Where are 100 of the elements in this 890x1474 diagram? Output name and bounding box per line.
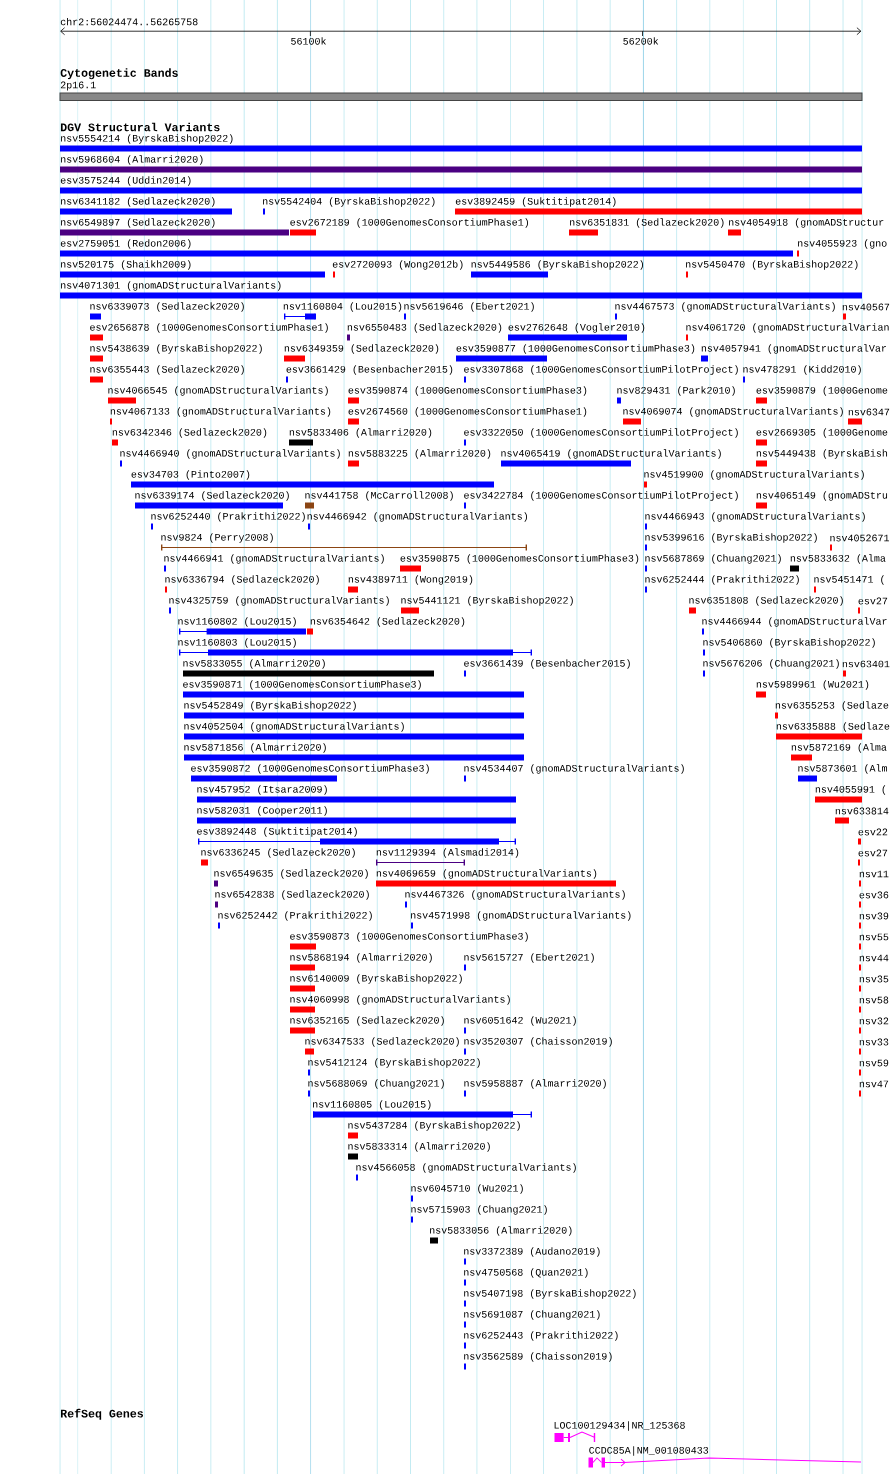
variant-label: nsv4389711 (Wong2019)	[348, 575, 473, 585]
variant-label: nsv5619646 (Ebert2021)	[404, 302, 534, 312]
variant-label: nsv6355253 (Sedlaze	[775, 701, 889, 711]
variant-label: nsv5407198 (ByrskaBishop2022)	[464, 1289, 636, 1299]
variant-label: nsv5691087 (Chuang2021)	[464, 1310, 600, 1320]
variant-label: nsv5441121 (ByrskaBishop2022)	[401, 596, 573, 606]
variant-label: nsv6347	[848, 408, 890, 416]
variant-label: nsv5688069 (Chuang2021)	[308, 1079, 444, 1089]
tick-label: 56200k	[623, 37, 659, 45]
variant-label: nsv4067133 (gnomADStructuralVariants)	[110, 407, 331, 417]
variant-label: nsv35	[859, 975, 889, 983]
variant-label: nsv6549897 (Sedlazeck2020)	[61, 218, 215, 228]
variant-label: esv34703 (Pinto2007)	[131, 470, 250, 480]
variant-label: nsv6140009 (ByrskaBishop2022)	[290, 974, 462, 984]
variant-label: nsv6352165 (Sedlazeck2020)	[290, 1016, 444, 1026]
variant-label: nsv4566058 (gnomADStructuralVariants)	[356, 1163, 576, 1173]
variant-label: nsv6341182 (Sedlazeck2020)	[61, 197, 215, 207]
variant-label: nsv63401	[842, 660, 890, 668]
variant-label: esv3590873 (1000GenomesConsortiumPhase3)	[290, 932, 528, 942]
variant-label: nsv4057941 (gnomADStructuralVar	[701, 344, 886, 354]
variant-label: esv22	[858, 828, 888, 836]
variant-label: nsv5873601 (Alm	[798, 764, 887, 774]
track-title: RefSeq Genes	[61, 1408, 143, 1420]
variant-label: nsv44	[859, 954, 889, 962]
variant-label: nsv4467326 (gnomADStructuralVariants)	[405, 890, 625, 900]
variant-label: nsv4466942 (gnomADStructuralVariants)	[307, 512, 528, 522]
variant-label: esv3892448 (Suktitipat2014)	[197, 827, 357, 837]
variant-label: nsv4466941 (gnomADStructuralVariants)	[164, 554, 384, 564]
variant-label: nsv6339073 (Sedlazeck2020)	[90, 302, 244, 312]
variant-label: nsv55	[859, 933, 889, 941]
variant-label: esv3590871 (1000GenomesConsortiumPhase3)	[183, 680, 421, 690]
variant-label: nsv5438639 (ByrskaBishop2022)	[90, 344, 262, 354]
gene-label: CCDC85A|NM_001080433	[589, 1446, 709, 1456]
variant-label: nsv4055991 (	[815, 785, 886, 795]
variant-label: nsv6354642 (Sedlazeck2020)	[310, 617, 465, 627]
variant-label: nsv5452849 (ByrskaBishop2022)	[184, 701, 356, 711]
variant-label: nsv6355443 (Sedlazeck2020)	[90, 365, 244, 375]
variant-label: esv27	[858, 597, 888, 605]
variant-label: esv2674560 (1000GenomesConsortiumPhase1)	[348, 407, 587, 417]
variant-label: nsv5615727 (Ebert2021)	[464, 953, 594, 963]
variant-label: nsv5449438 (ByrskaBish	[756, 449, 888, 459]
variant-label: nsv5715903 (Chuang2021)	[411, 1205, 547, 1215]
variant-label: nsv58	[859, 996, 889, 1004]
variant-label: nsv4534407 (gnomADStructuralVariants)	[464, 764, 684, 774]
variant-label: nsv4519900 (gnomADStructuralVariants)	[644, 470, 864, 480]
variant-label: nsv633814	[835, 807, 889, 815]
variant-label: nsv32	[859, 1017, 889, 1025]
variant-label: nsv3562589 (Chaisson2019)	[464, 1352, 612, 1362]
variant-label: nsv4065149 (gnomADStru	[756, 491, 888, 501]
variant-label: nsv4750568 (Quan2021)	[464, 1268, 588, 1278]
variant-label: nsv6335888 (Sedlaze	[776, 722, 890, 732]
variant-label: nsv6550483 (Sedlazeck2020)	[347, 323, 502, 333]
variant-label: nsv6342346 (Sedlazeck2020)	[112, 428, 267, 438]
variant-label: esv3575244 (Uddin2014)	[60, 176, 191, 186]
variant-label: esv3307868 (1000GenomesConsortiumPilotProject)	[464, 365, 738, 375]
variant-label: esv3422784 (1000GenomesConsortiumPilotProject)	[464, 491, 738, 501]
variant-label: esv2672189 (1000GenomesConsortiumPhase1)	[290, 218, 528, 228]
variant-label: nsv457952 (Itsara2009)	[197, 785, 327, 795]
variant-label: nsv4060998 (gnomADStructuralVariants)	[290, 995, 510, 1005]
variant-label: nsv5883225 (Almarri2020)	[348, 449, 491, 459]
variant-label: nsv4052504 (gnomADStructuralVariants)	[184, 722, 404, 732]
variant-label: nsv829431 (Park2010)	[617, 386, 735, 396]
variant-label: nsv4071301 (gnomADStructuralVariants)	[61, 281, 281, 291]
variant-label: nsv5833406 (Almarri2020)	[289, 428, 432, 438]
variant-label: nsv4069074 (gnomADStructuralVariants)	[623, 407, 843, 417]
variant-label: nsv5450470 (ByrskaBishop2022)	[686, 260, 858, 270]
variant-label: nsv5833632 (Alma	[790, 554, 886, 564]
variant-label: nsv4069659 (gnomADStructuralVariants)	[376, 869, 597, 879]
variant-label: nsv6339174 (Sedlazeck2020)	[135, 491, 289, 501]
variant-label: nsv4325759 (gnomADStructuralVariants)	[169, 596, 389, 606]
variant-label: esv2720093 (Wong2012b)	[332, 260, 463, 270]
variant-label: esv3590875 (1000GenomesConsortiumPhase3)	[400, 554, 639, 564]
tick-label: 56100k	[291, 37, 326, 45]
variant-label: nsv6051642 (Wu2021)	[464, 1016, 576, 1026]
variant-label: nsv5451471 (	[814, 575, 884, 585]
variant-label: nsv5687869 (Chuang2021)	[645, 554, 781, 564]
variant-label: nsv4571998 (gnomADStructuralVariants)	[411, 911, 631, 921]
variant-label: nsv5968604 (Almarri2020)	[61, 155, 203, 165]
variant-label: nsv5449586 (ByrskaBishop2022)	[471, 260, 644, 270]
variant-label: nsv1160805 (Lou2015)	[313, 1100, 431, 1110]
variant-label: nsv4466943 (gnomADStructuralVariants)	[645, 512, 865, 522]
track-title: Cytogenetic Bands	[60, 68, 178, 80]
variant-label: nsv5833314 (Almarri2020)	[348, 1142, 490, 1152]
variant-label: nsv6351808 (Sedlazeck2020)	[689, 596, 843, 606]
variant-label: nsv9824 (Perry2008)	[161, 533, 273, 543]
variant-label: esv3590877 (1000GenomesConsortiumPhase3)	[456, 344, 695, 354]
variant-label: nsv5868194 (Almarri2020)	[290, 953, 432, 963]
variant-label: nsv5406860 (ByrskaBishop2022)	[703, 638, 875, 648]
variant-label: nsv5437284 (ByrskaBishop2022)	[348, 1121, 520, 1131]
variant-label: nsv5833056 (Almarri2020)	[430, 1226, 572, 1236]
variant-label: nsv6549635 (Sedlazeck2020)	[214, 869, 368, 879]
variant-label: nsv6336245 (Sedlazeck2020)	[201, 848, 355, 858]
variant-label: nsv5958887 (Almarri2020)	[464, 1079, 606, 1089]
variant-label: nsv47	[859, 1080, 889, 1088]
variant-label: nsv1160804 (Lou2015)	[283, 302, 402, 312]
variant-label: nsv6252442 (Prakrithi2022)	[218, 911, 372, 921]
variant-label: nsv5412124 (ByrskaBishop2022)	[308, 1058, 480, 1068]
variant-label: nsv6252443 (Prakrithi2022)	[464, 1331, 618, 1341]
variant-label: nsv6351831 (Sedlazeck2020)	[570, 218, 724, 228]
variant-label: esv2656878 (1000GenomesConsortiumPhase1)	[90, 323, 328, 333]
